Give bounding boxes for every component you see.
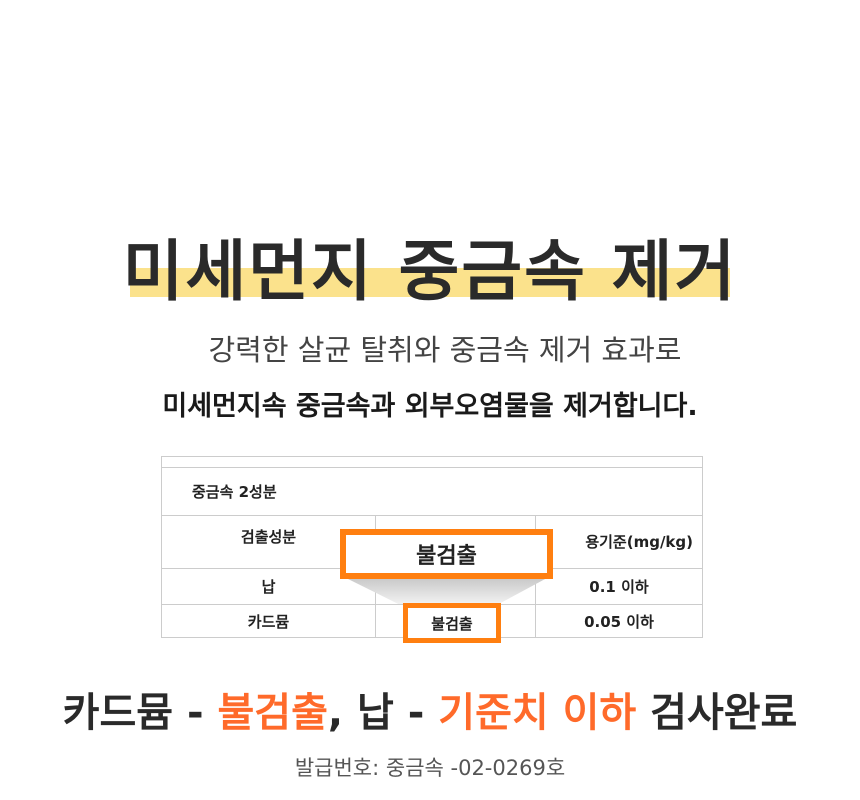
row-lead-name: 납 [261,577,276,596]
row-cadmium-standard: 0.05 이하 [584,612,654,631]
page-title: 미세먼지 중금속 제거 [122,233,738,310]
section-label: 중금속 2성분 [192,482,277,501]
certificate-number: 발급번호: 중금속 -02-0269호 [294,756,566,780]
row-cadmium-result: 불검출 [403,603,501,643]
result-summary: 카드뮴 - 불검출, 납 - 기준치 이하 검사완료 [0,680,860,738]
subtitle-bold: 미세먼지속 중금속과 외부오염물을 제거합니다. [162,391,698,422]
result-text: , 납 - [327,690,439,736]
subtitle: 강력한 살균 탈취와 중금속 제거 효과로 [208,333,682,367]
row-cadmium-name: 카드뮴 [247,612,290,631]
header-component: 검출성분 [240,528,297,546]
title-highlight [130,268,730,297]
result-text: 검사완료 [636,690,798,736]
zoomed-highlight-box: 불검출 [340,529,553,579]
row-lead-standard: 0.1 이하 [589,577,649,596]
result-text: 카드뮴 - [62,690,218,736]
result-accent: 기준치 이하 [438,690,637,736]
result-accent: 불검출 [217,690,328,736]
header-standard: 용기준(mg/kg) [585,533,693,551]
